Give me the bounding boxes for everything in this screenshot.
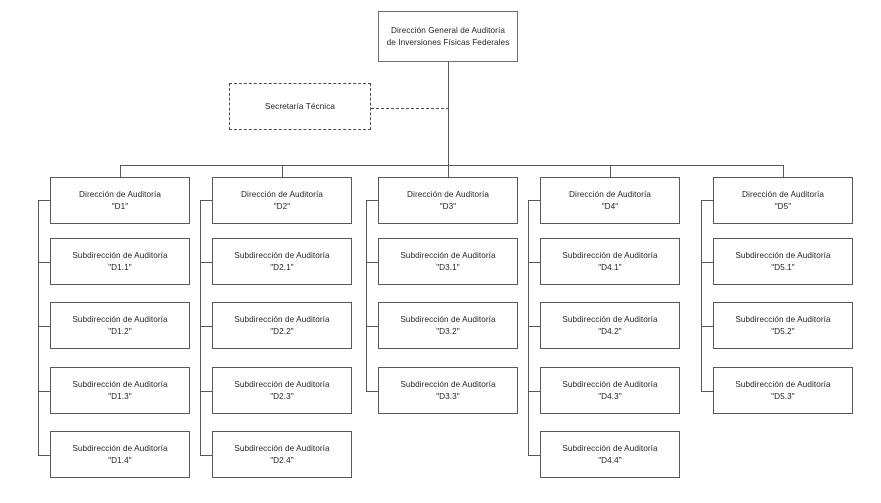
node-subdireccion-d4-3-label: Subdirección de Auditoría "D4.3" [562, 379, 658, 401]
node-subdireccion-d1-1-label: Subdirección de Auditoría "D1.1" [72, 250, 168, 272]
node-direccion-d3[interactable]: Dirección de Auditoría "D3" [378, 177, 518, 224]
node-subdireccion-d5-3-label: Subdirección de Auditoría "D5.3" [735, 379, 831, 401]
node-direccion-d4-label: Dirección de Auditoría "D4" [569, 189, 651, 211]
stub-d2-2 [200, 326, 212, 327]
node-subdireccion-d5-2-label: Subdirección de Auditoría "D5.2" [735, 314, 831, 336]
stub-d5-2 [701, 326, 713, 327]
stub-d1-head [38, 200, 50, 201]
stub-d4-2 [528, 326, 540, 327]
node-direccion-d1-label: Dirección de Auditoría "D1" [79, 189, 161, 211]
node-subdireccion-d5-2[interactable]: Subdirección de Auditoría "D5.2" [713, 302, 853, 349]
node-subdireccion-d3-2[interactable]: Subdirección de Auditoría "D3.2" [378, 302, 518, 349]
stub-d4-head [528, 200, 540, 201]
node-subdireccion-d2-1-label: Subdirección de Auditoría "D2.1" [234, 250, 330, 272]
drop-to-column-4 [610, 165, 611, 177]
node-subdireccion-d1-3-label: Subdirección de Auditoría "D1.3" [72, 379, 168, 401]
drop-to-column-2 [282, 165, 283, 177]
node-direccion-d1[interactable]: Dirección de Auditoría "D1" [50, 177, 190, 224]
stub-d5-3 [701, 391, 713, 392]
node-subdireccion-d3-1-label: Subdirección de Auditoría "D3.1" [400, 250, 496, 272]
node-direccion-d2-label: Dirección de Auditoría "D2" [241, 189, 323, 211]
node-subdireccion-d5-3[interactable]: Subdirección de Auditoría "D5.3" [713, 367, 853, 414]
drop-to-column-3 [448, 165, 449, 177]
node-subdireccion-d2-1[interactable]: Subdirección de Auditoría "D2.1" [212, 238, 352, 285]
node-subdireccion-d1-2-label: Subdirección de Auditoría "D1.2" [72, 314, 168, 336]
node-subdireccion-d4-1-label: Subdirección de Auditoría "D4.1" [562, 250, 658, 272]
stub-d5-head [701, 200, 713, 201]
stub-d4-1 [528, 262, 540, 263]
node-direccion-general-label: Dirección General de Auditoría de Invers… [386, 25, 510, 47]
node-subdireccion-d1-3[interactable]: Subdirección de Auditoría "D1.3" [50, 367, 190, 414]
distribution-bus [120, 165, 784, 166]
stub-d4-4 [528, 455, 540, 456]
node-subdireccion-d2-2[interactable]: Subdirección de Auditoría "D2.2" [212, 302, 352, 349]
spine-column-5 [701, 200, 702, 391]
stub-d5-1 [701, 262, 713, 263]
node-subdireccion-d4-4[interactable]: Subdirección de Auditoría "D4.4" [540, 431, 680, 478]
node-subdireccion-d2-4-label: Subdirección de Auditoría "D2.4" [234, 443, 330, 465]
node-direccion-d4[interactable]: Dirección de Auditoría "D4" [540, 177, 680, 224]
node-subdireccion-d5-1[interactable]: Subdirección de Auditoría "D5.1" [713, 238, 853, 285]
drop-to-column-1 [120, 165, 121, 177]
stub-d2-head [200, 200, 212, 201]
stub-d4-3 [528, 391, 540, 392]
node-subdireccion-d3-3-label: Subdirección de Auditoría "D3.3" [400, 379, 496, 401]
stub-d1-4 [38, 455, 50, 456]
node-subdireccion-d1-4[interactable]: Subdirección de Auditoría "D1.4" [50, 431, 190, 478]
node-direccion-d5-label: Dirección de Auditoría "D5" [742, 189, 824, 211]
node-secretaria-tecnica-label: Secretaría Técnica [264, 101, 336, 111]
node-subdireccion-d2-4[interactable]: Subdirección de Auditoría "D2.4" [212, 431, 352, 478]
connector-staff-to-trunk [371, 108, 449, 109]
node-direccion-d5[interactable]: Dirección de Auditoría "D5" [713, 177, 853, 224]
node-direccion-d2[interactable]: Dirección de Auditoría "D2" [212, 177, 352, 224]
node-direccion-d3-label: Dirección de Auditoría "D3" [407, 189, 489, 211]
node-subdireccion-d2-3-label: Subdirección de Auditoría "D2.3" [234, 379, 330, 401]
stub-d3-head [366, 200, 378, 201]
spine-column-1 [38, 200, 39, 455]
stub-d1-1 [38, 262, 50, 263]
stub-d2-4 [200, 455, 212, 456]
stub-d3-2 [366, 326, 378, 327]
stub-d1-2 [38, 326, 50, 327]
node-subdireccion-d1-1[interactable]: Subdirección de Auditoría "D1.1" [50, 238, 190, 285]
stub-d3-1 [366, 262, 378, 263]
node-subdireccion-d2-2-label: Subdirección de Auditoría "D2.2" [234, 314, 330, 336]
node-subdireccion-d1-2[interactable]: Subdirección de Auditoría "D1.2" [50, 302, 190, 349]
node-subdireccion-d4-1[interactable]: Subdirección de Auditoría "D4.1" [540, 238, 680, 285]
node-subdireccion-d2-3[interactable]: Subdirección de Auditoría "D2.3" [212, 367, 352, 414]
node-subdireccion-d1-4-label: Subdirección de Auditoría "D1.4" [72, 443, 168, 465]
drop-to-column-5 [783, 165, 784, 177]
node-subdireccion-d3-1[interactable]: Subdirección de Auditoría "D3.1" [378, 238, 518, 285]
stub-d2-3 [200, 391, 212, 392]
spine-column-2 [200, 200, 201, 455]
node-subdireccion-d5-1-label: Subdirección de Auditoría "D5.1" [735, 250, 831, 272]
node-subdireccion-d4-4-label: Subdirección de Auditoría "D4.4" [562, 443, 658, 465]
spine-column-4 [528, 200, 529, 455]
node-subdireccion-d4-2[interactable]: Subdirección de Auditoría "D4.2" [540, 302, 680, 349]
stub-d1-3 [38, 391, 50, 392]
node-subdireccion-d4-3[interactable]: Subdirección de Auditoría "D4.3" [540, 367, 680, 414]
stub-d3-3 [366, 391, 378, 392]
spine-column-3 [366, 200, 367, 391]
trunk-root-to-bus [448, 62, 449, 165]
node-secretaria-tecnica[interactable]: Secretaría Técnica [229, 83, 371, 130]
node-subdireccion-d3-2-label: Subdirección de Auditoría "D3.2" [400, 314, 496, 336]
node-direccion-general[interactable]: Dirección General de Auditoría de Invers… [378, 11, 518, 62]
node-subdireccion-d4-2-label: Subdirección de Auditoría "D4.2" [562, 314, 658, 336]
node-subdireccion-d3-3[interactable]: Subdirección de Auditoría "D3.3" [378, 367, 518, 414]
stub-d2-1 [200, 262, 212, 263]
